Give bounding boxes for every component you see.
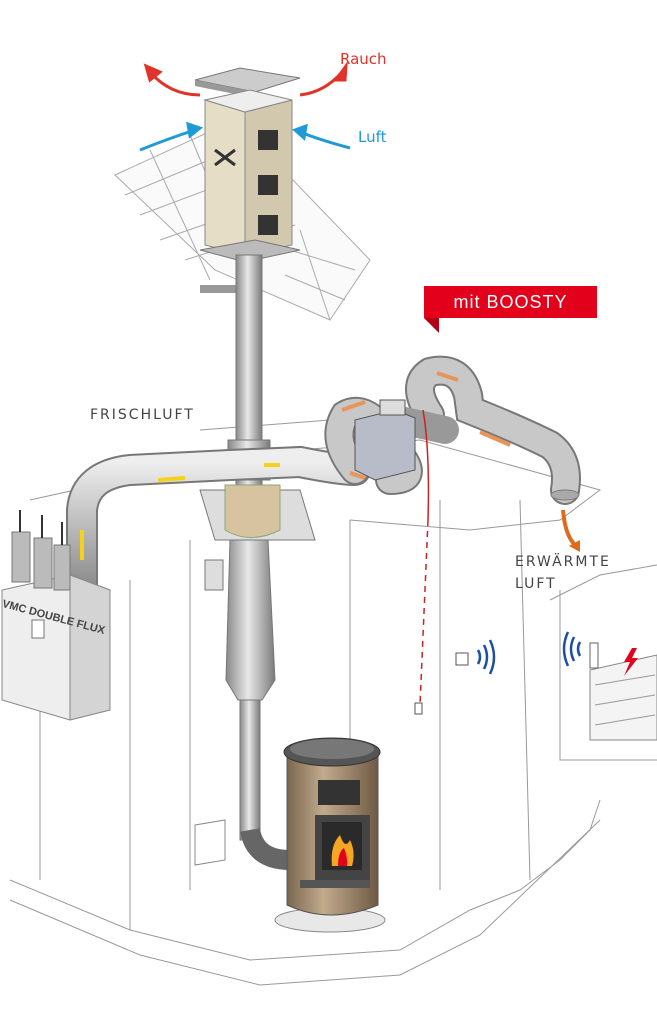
wifi-icon xyxy=(476,639,496,675)
pellet-stove xyxy=(274,737,386,933)
warm-air-arrows xyxy=(341,371,511,480)
air-label: Luft xyxy=(358,128,387,146)
wall-vent xyxy=(204,559,224,591)
sensor xyxy=(414,702,423,715)
ducts xyxy=(66,355,581,606)
access-hatch xyxy=(194,819,226,866)
air-arrows xyxy=(139,121,351,152)
warm-air-label-line2: LUFT xyxy=(515,576,557,592)
warm-air-label: ERWÄRMTE LUFT xyxy=(515,551,611,595)
control-cable xyxy=(422,409,430,521)
fresh-air-arrows xyxy=(80,463,280,560)
boosty-badge: mit BOOSTY xyxy=(424,286,597,318)
smoke-arrows xyxy=(143,60,348,97)
warm-air-label-line1: ERWÄRMTE xyxy=(515,554,611,570)
duct-outlet xyxy=(550,489,580,501)
vmc-unit xyxy=(1,510,111,721)
fresh-air-label: FRISCHLUFT xyxy=(90,407,195,423)
control-cable-hidden xyxy=(419,519,429,706)
boosty-unit xyxy=(354,399,416,481)
flue-collar xyxy=(199,484,316,541)
flue-pipe xyxy=(200,254,291,870)
warm-air-outlet-arrow xyxy=(561,509,580,552)
thermostat xyxy=(455,652,469,666)
smoke-label: Rauch xyxy=(340,50,387,68)
lightning-icon xyxy=(624,648,638,676)
electrical-panel xyxy=(589,642,657,741)
wifi-icon xyxy=(562,631,582,667)
boosty-badge-tail xyxy=(424,318,439,333)
chimney-cap xyxy=(194,67,301,263)
